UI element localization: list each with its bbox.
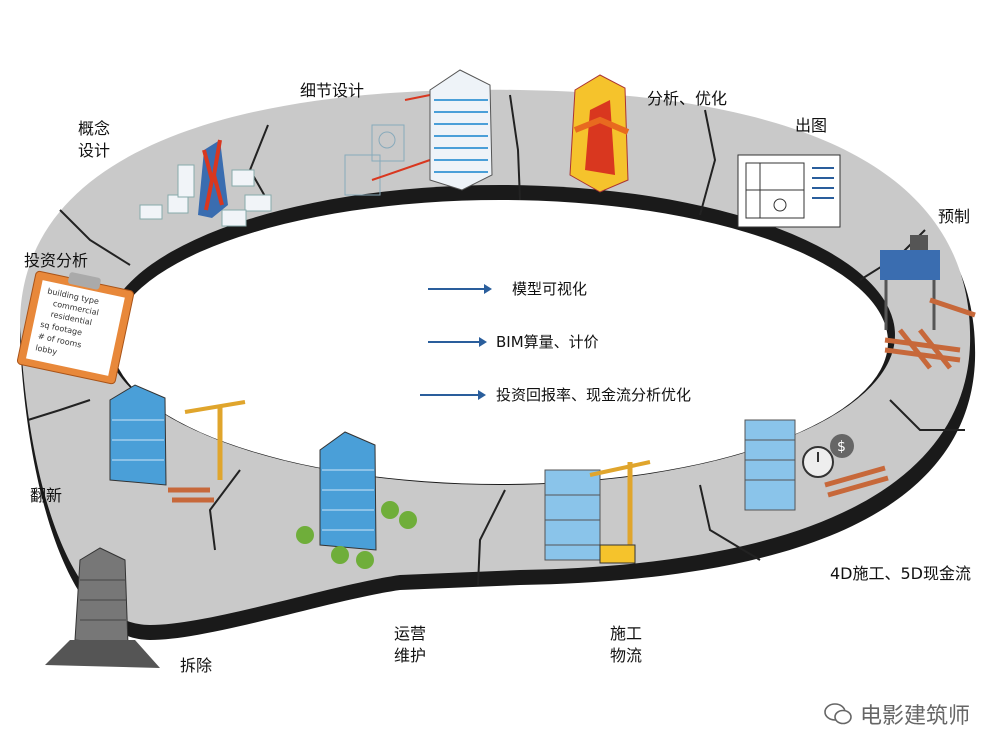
arrow-icon xyxy=(428,284,492,294)
concept-design-illustration xyxy=(139,139,272,227)
analysis-illustration xyxy=(569,74,630,193)
svg-text:$: $ xyxy=(837,439,846,455)
demolition-illustration xyxy=(45,547,160,668)
arrow-icon xyxy=(420,390,486,400)
label-drawing-output: 出图 xyxy=(795,116,828,135)
chat-bubble-icon xyxy=(824,703,852,725)
dollar-icon xyxy=(830,434,854,458)
center-item-bim-quantity: BIM算量、计价 xyxy=(496,333,599,351)
label-prefabrication: 预制 xyxy=(938,207,971,226)
ring-inner-hole xyxy=(112,200,888,484)
center-item-visualization: 模型可视化 xyxy=(512,280,588,298)
watermark: 电影建筑师 xyxy=(824,698,970,730)
prefabrication-illustration xyxy=(880,235,976,370)
label-investment-analysis: 投资分析 xyxy=(24,251,89,270)
label-analysis-optimization: 分析、优化 xyxy=(647,89,728,108)
label-construction-logistics: 施工 物流 xyxy=(610,624,643,665)
construction-logistics-illustration xyxy=(544,460,651,564)
label-demolition: 拆除 xyxy=(180,656,213,675)
detail-design-illustration xyxy=(344,69,493,196)
renovation-illustration xyxy=(109,384,246,503)
label-detail-design: 细节设计 xyxy=(300,81,365,100)
label-renovation: 翻新 xyxy=(30,486,63,505)
center-item-roi-cashflow: 投资回报率、现金流分析优化 xyxy=(496,386,692,404)
label-construction-cashflow: 4D施工、5D现金流 xyxy=(830,564,972,583)
drawing-output-illustration xyxy=(737,154,841,228)
watermark-text: 电影建筑师 xyxy=(859,704,970,729)
arrow-icon xyxy=(428,337,487,347)
operation-maintenance-illustration xyxy=(296,431,417,569)
clipboard-illustration: building type commercial residential sq … xyxy=(16,270,135,385)
label-concept-design: 概念 设计 xyxy=(78,119,111,160)
construction-cashflow-illustration: $ xyxy=(744,419,889,511)
label-operation-maintenance: 运营 维护 xyxy=(394,624,427,665)
